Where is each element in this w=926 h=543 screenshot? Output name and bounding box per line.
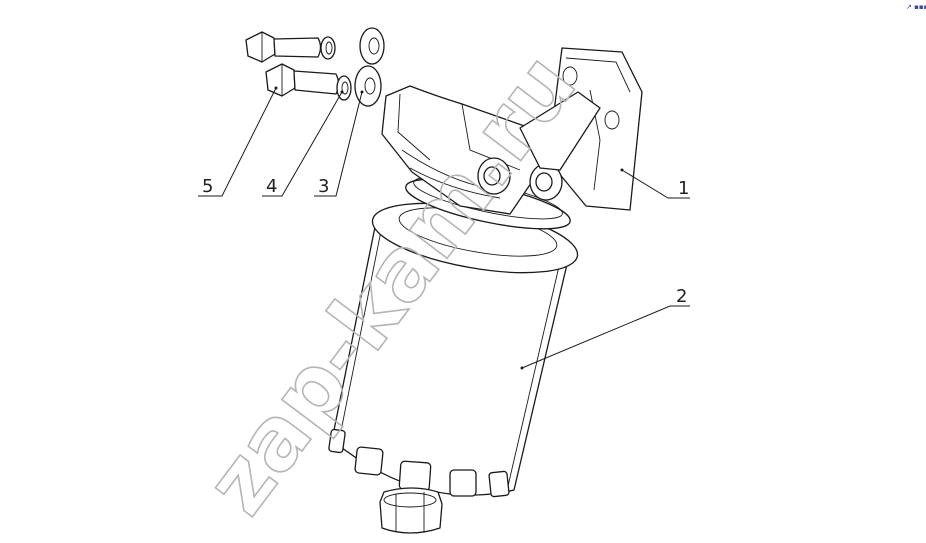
bolt-upper (245, 31, 322, 63)
washer-lower (354, 65, 382, 107)
corner-mark: ↗ ▪▪▪ (906, 3, 926, 11)
callout-3-label: 3 (318, 176, 329, 197)
bracket-head (381, 47, 643, 215)
leader-lines (198, 87, 690, 369)
filter-body (328, 176, 579, 534)
callout-2-label: 2 (676, 286, 687, 307)
bolt-lower (265, 63, 340, 97)
callout-4-label: 4 (266, 176, 277, 197)
washer-upper (359, 27, 385, 65)
leader-dots (274, 86, 624, 370)
spring-washer-upper (320, 36, 336, 60)
callout-5-label: 5 (202, 176, 213, 197)
callout-1-label: 1 (678, 178, 689, 199)
